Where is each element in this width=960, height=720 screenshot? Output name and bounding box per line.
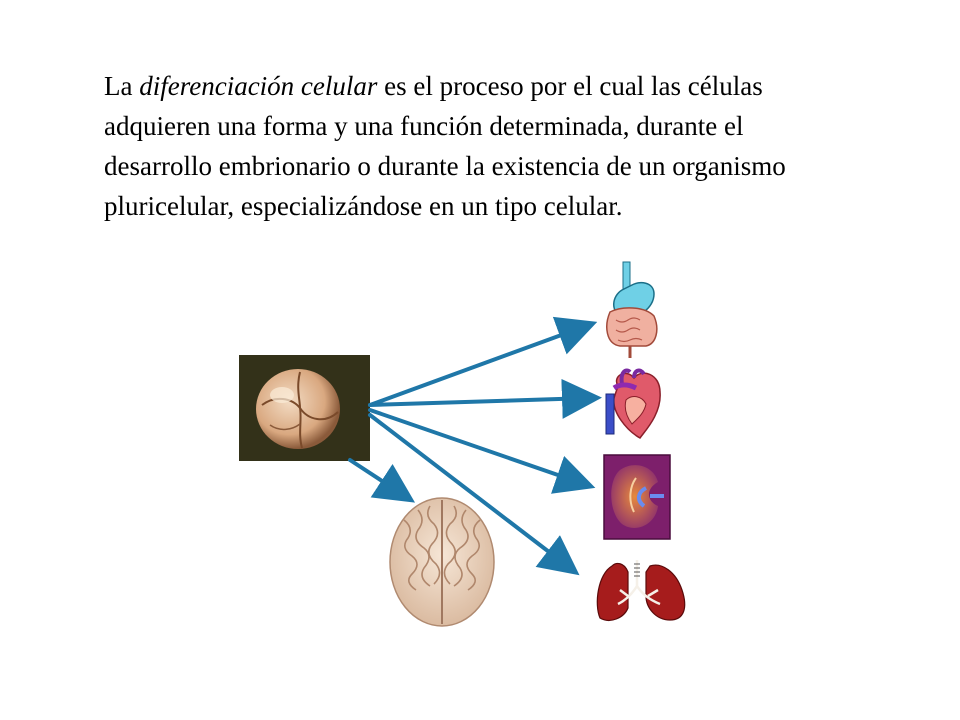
arrow-to-digestive xyxy=(368,316,598,407)
kidney-icon xyxy=(603,454,671,540)
line-2: adquieren una forma y una función determ… xyxy=(104,111,744,141)
text-prefix: La xyxy=(104,71,140,101)
text-line1-rest: es el proceso por el cual las células xyxy=(377,71,763,101)
line-4: pluricelular, especializándose en un tip… xyxy=(104,191,623,221)
digestive-system-icon xyxy=(606,261,658,358)
definition-paragraph: La diferenciación celular es el proceso … xyxy=(104,66,924,226)
heart-icon xyxy=(605,368,661,439)
lungs-icon xyxy=(596,560,686,621)
key-term: diferenciación celular xyxy=(139,71,378,101)
brain-icon xyxy=(389,497,495,627)
arrows xyxy=(348,316,602,576)
arrow-to-lungs xyxy=(368,413,580,576)
embryo-image xyxy=(239,355,370,461)
line-3: desarrollo embrionario o durante la exis… xyxy=(104,151,786,181)
line-1: La diferenciación celular es el proceso … xyxy=(104,66,924,106)
arrow-to-heart xyxy=(368,378,602,419)
arrow-to-kidney xyxy=(368,408,596,494)
arrow-to-brain xyxy=(348,458,416,503)
